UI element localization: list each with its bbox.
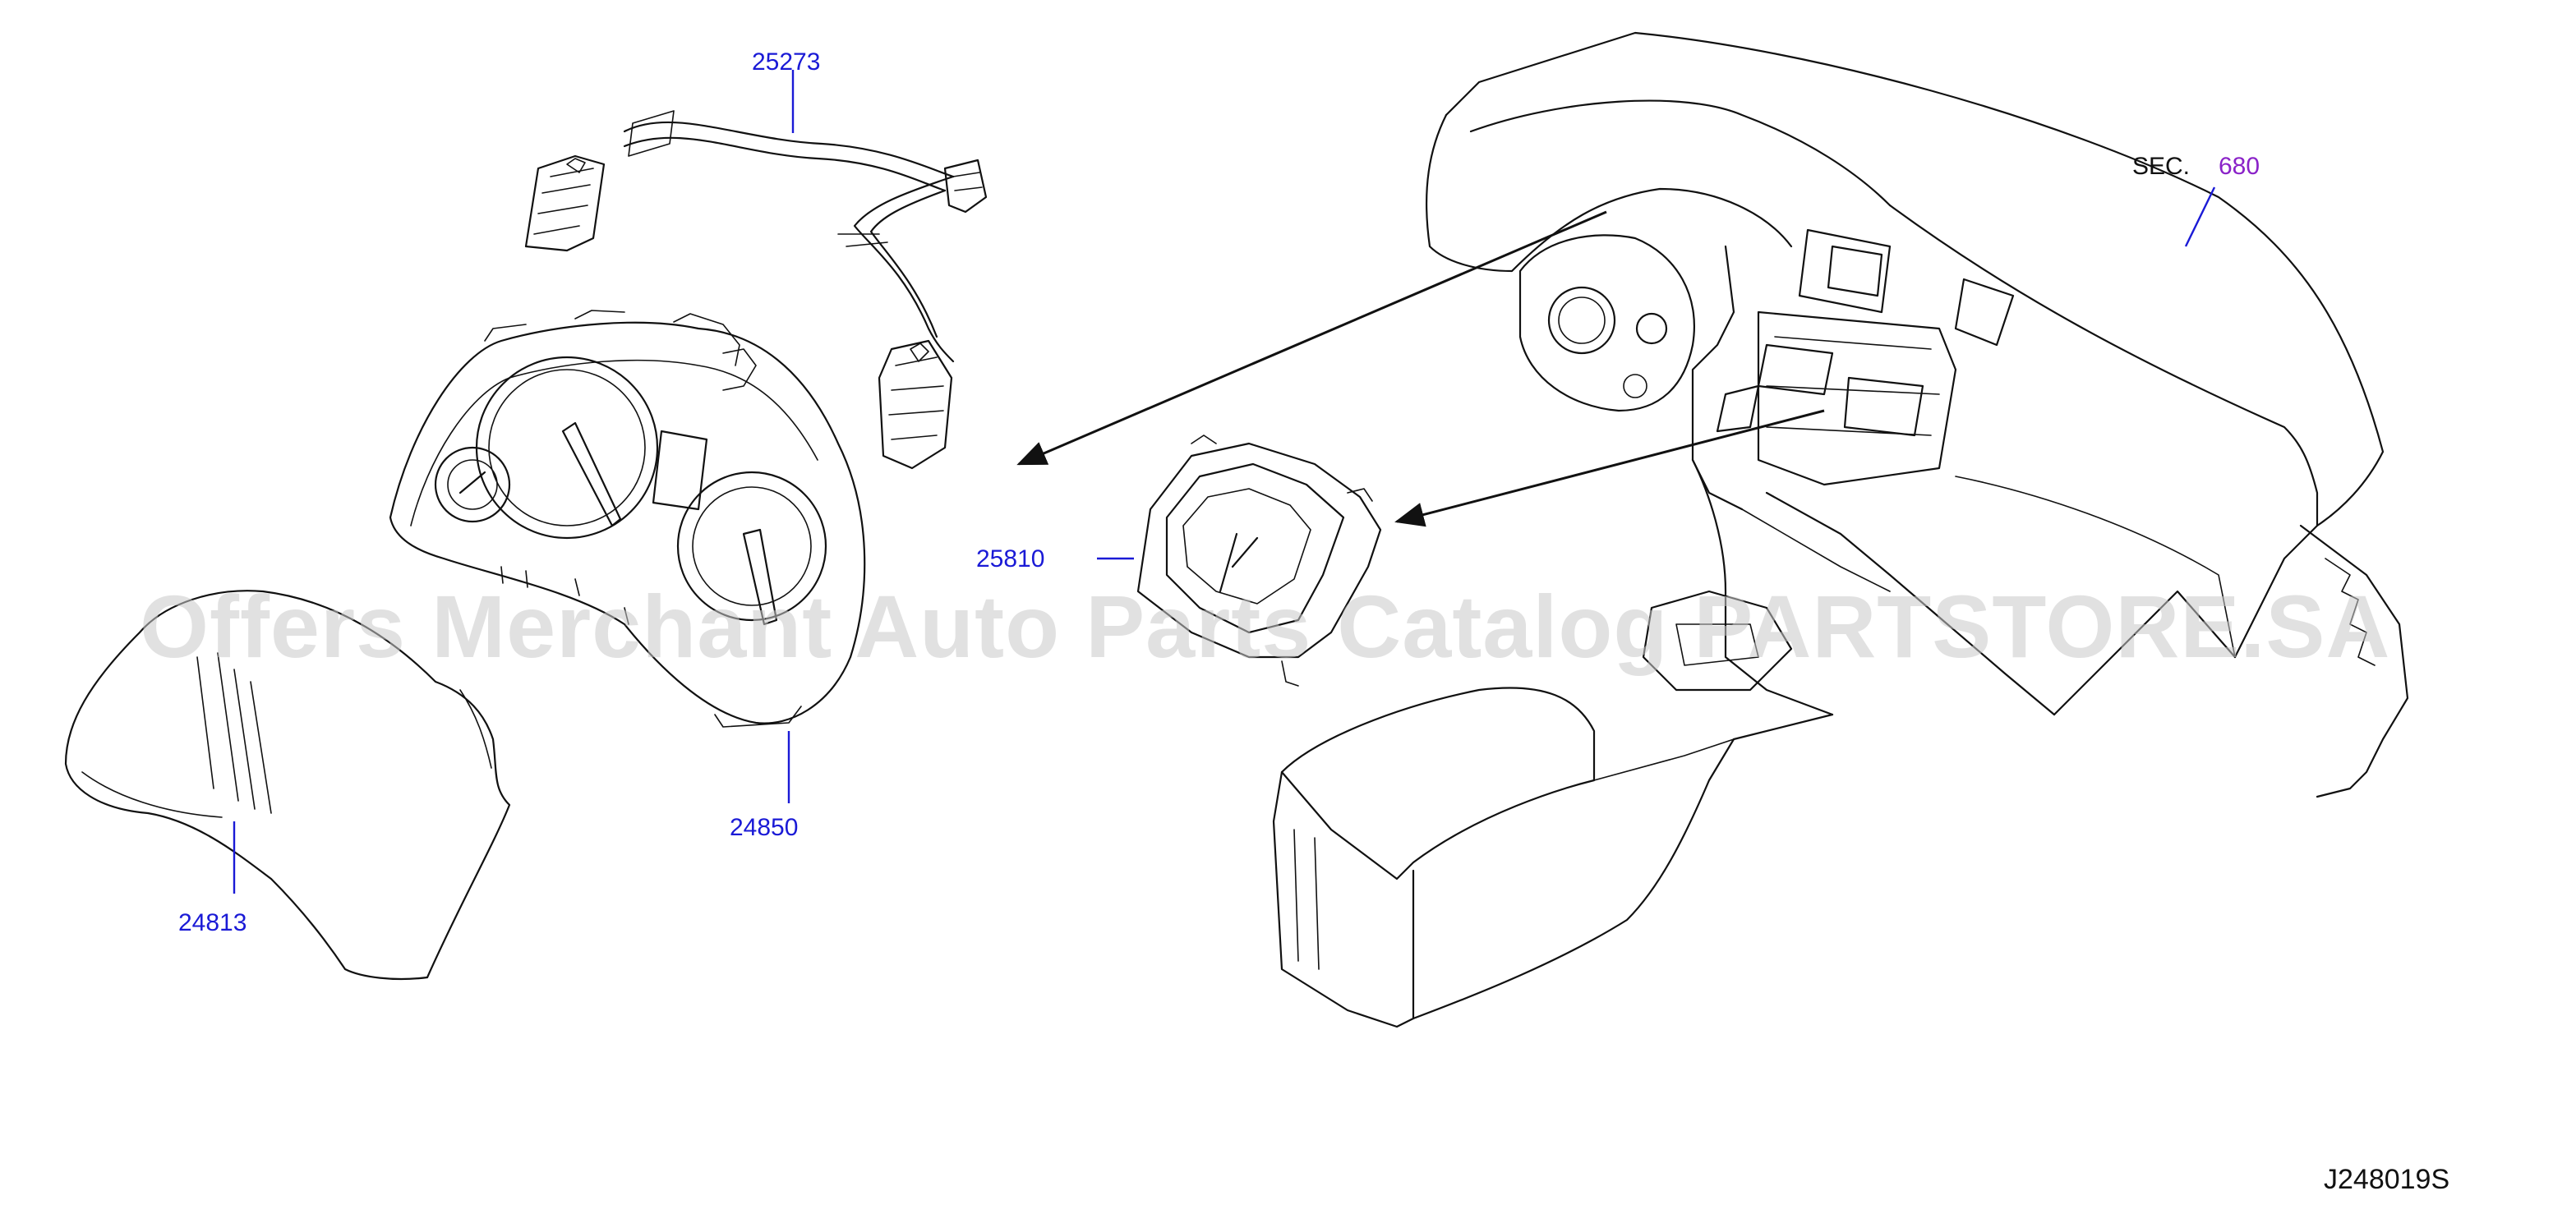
section-ref-prefix: SEC. <box>2132 153 2190 180</box>
cluster-lens-drawing <box>64 590 511 981</box>
leader-sec-680 <box>2184 186 2216 247</box>
section-ref-number[interactable]: 680 <box>2219 153 2260 180</box>
arrow-clock-location <box>1394 409 1825 527</box>
instrument-cluster-drawing <box>389 310 866 728</box>
part-label-25273[interactable]: 25273 <box>752 48 820 76</box>
arrow-cluster-location <box>1016 210 1607 466</box>
watermark: Offers Merchant Auto Parts Catalog PARTS… <box>140 577 2390 676</box>
dashboard-drawing <box>1272 31 2409 1028</box>
harness-connector-lower <box>878 339 953 470</box>
diagram-code: J248019S <box>2324 1164 2449 1195</box>
harness-connector-left <box>524 154 606 252</box>
part-label-24813[interactable]: 24813 <box>178 909 247 936</box>
location-arrows <box>1016 210 1825 527</box>
wire-harness-drawing <box>524 110 988 470</box>
clock-drawing <box>1136 434 1382 687</box>
part-label-24850[interactable]: 24850 <box>730 814 798 841</box>
part-label-25810[interactable]: 25810 <box>976 545 1044 572</box>
harness-connector-upper-right <box>943 159 988 214</box>
